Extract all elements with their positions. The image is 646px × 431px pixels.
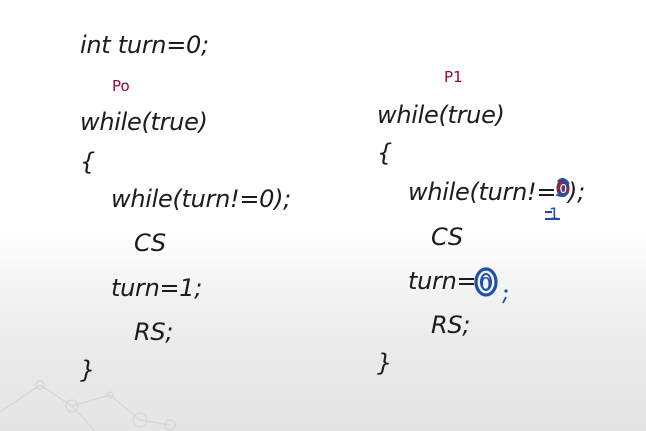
left-while-true: while(true) xyxy=(80,108,208,136)
right-while-true: while(true) xyxy=(377,101,505,129)
left-open-brace: { xyxy=(80,148,95,176)
right-busy-wait-suffix: ); xyxy=(568,178,585,206)
left-global-declaration: int turn=0; xyxy=(80,31,209,59)
left-turn-assign: turn=1; xyxy=(111,274,203,302)
process-label-p0: Po xyxy=(112,77,130,95)
left-remainder-section: RS; xyxy=(134,318,174,346)
right-close-brace: } xyxy=(377,349,392,377)
right-open-brace: { xyxy=(377,139,392,167)
right-busy-wait-prefix: while(turn!= xyxy=(408,178,557,206)
left-busy-wait: while(turn!=0); xyxy=(111,185,291,213)
process-label-p1: P1 xyxy=(444,68,463,86)
left-critical-section: CS xyxy=(134,229,166,257)
right-turn-assign-prefix: turn= xyxy=(408,267,477,295)
right-critical-section: CS xyxy=(431,223,463,251)
left-close-brace: } xyxy=(80,356,95,384)
right-remainder-section: RS; xyxy=(431,311,471,339)
